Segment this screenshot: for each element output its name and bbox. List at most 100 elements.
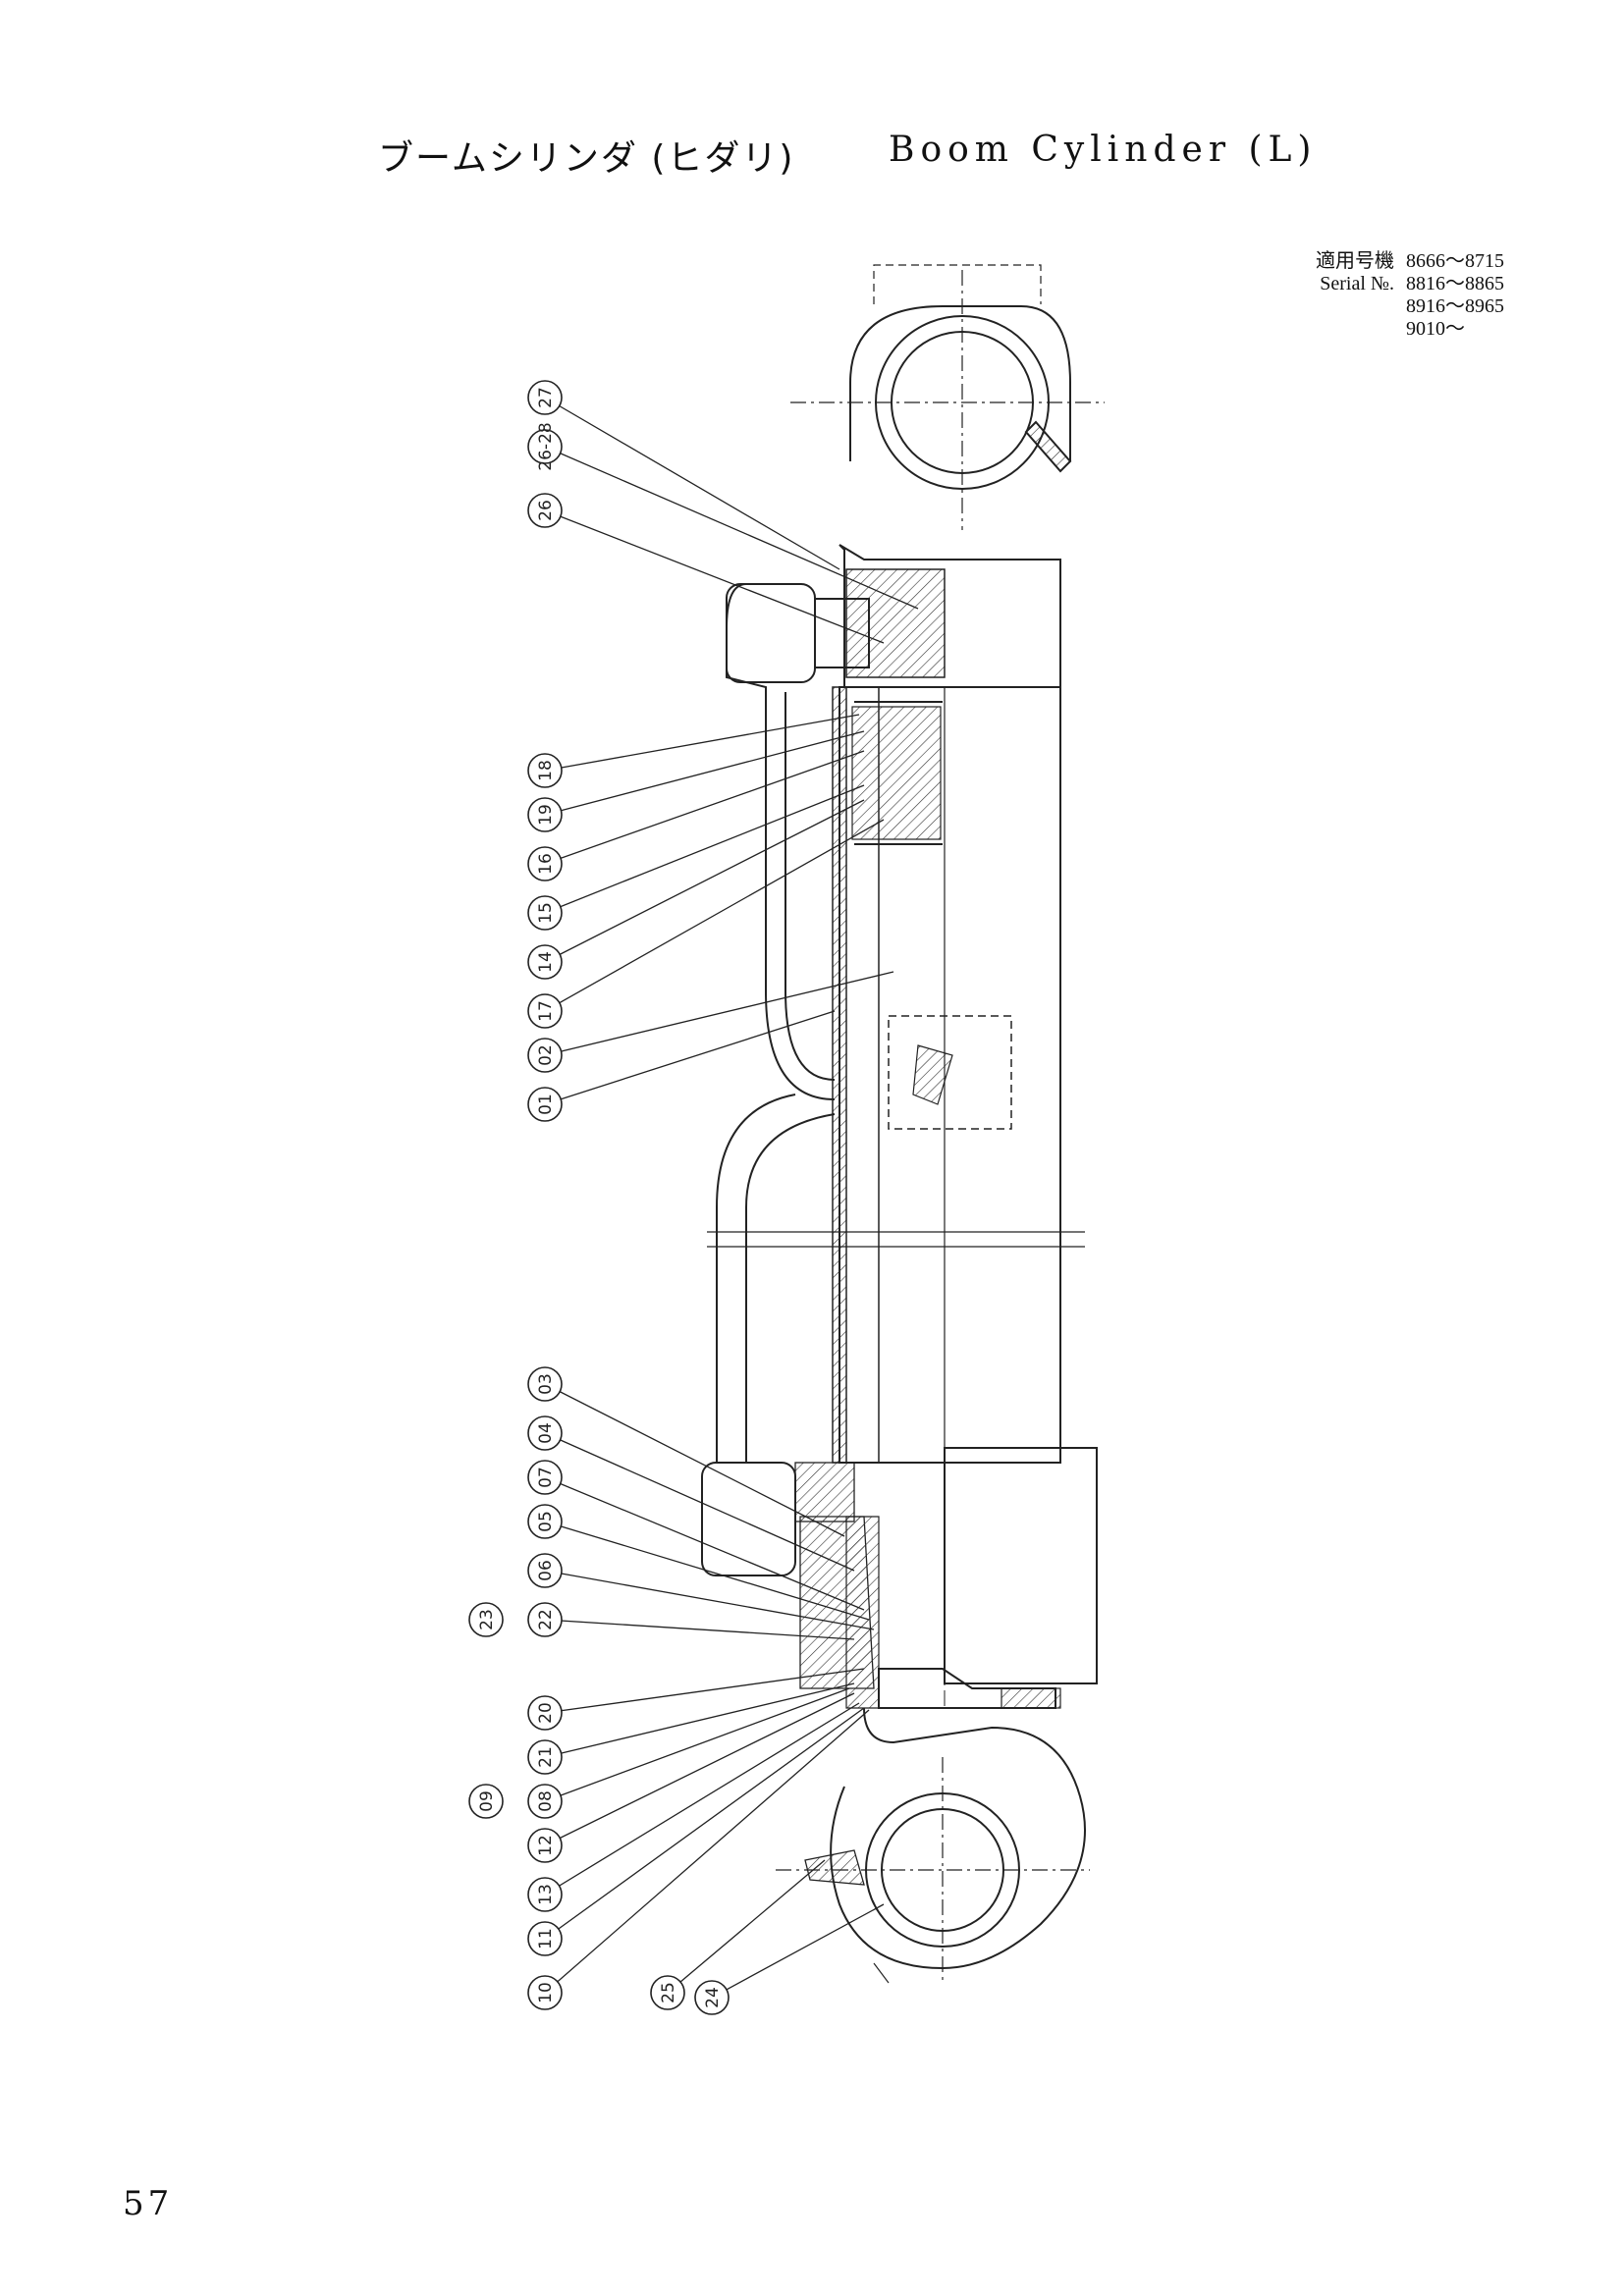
callout-label: 27 bbox=[536, 387, 556, 408]
callout-17: 17 bbox=[527, 993, 563, 1029]
callout-label: 04 bbox=[536, 1422, 556, 1444]
callout-label: 24 bbox=[703, 1987, 723, 2008]
callout-10: 10 bbox=[527, 1975, 563, 2010]
callout-16: 16 bbox=[527, 846, 563, 881]
bottom-eye bbox=[830, 1707, 1086, 1970]
callout-26: 26 bbox=[527, 493, 563, 528]
callout-15: 15 bbox=[527, 895, 563, 931]
callout-circle bbox=[527, 429, 563, 464]
callout-label: 13 bbox=[536, 1884, 556, 1905]
serial-block: 適用号機 8666～8715 Serial №. 8816～8865 8916～… bbox=[1267, 250, 1504, 341]
serial-range-2: 8816～8865 bbox=[1406, 273, 1504, 294]
callout-27: 27 bbox=[527, 380, 563, 415]
external-pipe bbox=[726, 583, 836, 1100]
serial-label-jp: 適用号機 bbox=[1316, 250, 1394, 272]
callout-label: 08 bbox=[536, 1790, 556, 1812]
callout-circle bbox=[527, 1784, 563, 1819]
callout-circle bbox=[468, 1602, 504, 1637]
callout-circle bbox=[527, 1460, 563, 1495]
callout-label: 16 bbox=[536, 853, 556, 875]
callout-circle bbox=[527, 493, 563, 528]
callout-label: 22 bbox=[536, 1609, 556, 1630]
callout-11: 11 bbox=[527, 1921, 563, 1956]
top-clevis bbox=[849, 305, 1071, 461]
serial-label-en: Serial №. bbox=[1320, 273, 1394, 294]
callout-09: 09 bbox=[468, 1784, 504, 1819]
callout-label: 11 bbox=[536, 1928, 556, 1949]
callout-label: 20 bbox=[536, 1702, 556, 1724]
callout-circle bbox=[527, 1504, 563, 1539]
callout-label: 12 bbox=[536, 1835, 556, 1856]
callout-circle bbox=[527, 1877, 563, 1912]
callout-label: 23 bbox=[477, 1609, 497, 1630]
callout-24: 24 bbox=[694, 1980, 730, 2015]
callout-circle bbox=[527, 846, 563, 881]
callout-circle bbox=[527, 1087, 563, 1122]
callout-14: 14 bbox=[527, 944, 563, 980]
callout-circle bbox=[650, 1975, 685, 2010]
callout-circle bbox=[527, 797, 563, 832]
callout-circle bbox=[527, 1921, 563, 1956]
callout-label: 18 bbox=[536, 760, 556, 781]
callout-label: 15 bbox=[536, 902, 556, 924]
callout-label: 07 bbox=[536, 1467, 556, 1488]
callout-circles: 27 26-28 26 18 19 16 15 14 17 02 01 03 04 07 05 06 23 22 2… bbox=[468, 380, 730, 2015]
callout-label: 01 bbox=[536, 1094, 556, 1115]
callout-label: 21 bbox=[536, 1746, 556, 1768]
callout-label: 19 bbox=[536, 804, 556, 826]
callout-circle bbox=[527, 380, 563, 415]
callout-circle bbox=[527, 1366, 563, 1402]
callout-22: 22 bbox=[527, 1602, 563, 1637]
callout-circle bbox=[527, 1415, 563, 1451]
callout-01: 01 bbox=[527, 1087, 563, 1122]
serial-range-4: 9010～ bbox=[1406, 318, 1465, 340]
top-grease-fitting bbox=[1024, 420, 1072, 473]
callout-08: 08 bbox=[527, 1784, 563, 1819]
callout-circle bbox=[527, 944, 563, 980]
callout-19: 19 bbox=[527, 797, 563, 832]
callout-label: 03 bbox=[536, 1373, 556, 1395]
callout-02: 02 bbox=[527, 1038, 563, 1073]
callout-20: 20 bbox=[527, 1695, 563, 1731]
callout-label: 06 bbox=[536, 1560, 556, 1581]
callout-label: 09 bbox=[477, 1790, 497, 1812]
callout-circle bbox=[527, 993, 563, 1029]
callout-circle bbox=[694, 1980, 730, 2015]
callout-circle bbox=[527, 895, 563, 931]
callout-label: 02 bbox=[536, 1044, 556, 1066]
callout-circle bbox=[527, 1695, 563, 1731]
serial-range-3: 8916～8965 bbox=[1406, 295, 1504, 317]
callout-06: 06 bbox=[527, 1553, 563, 1588]
callout-13: 13 bbox=[527, 1877, 563, 1912]
callout-07: 07 bbox=[527, 1460, 563, 1495]
callout-label: 05 bbox=[536, 1511, 556, 1532]
callouts bbox=[544, 397, 919, 1999]
callout-circle bbox=[527, 1038, 563, 1073]
callout-23: 23 bbox=[468, 1602, 504, 1637]
callout-03: 03 bbox=[527, 1366, 563, 1402]
callout-label: 26 bbox=[536, 500, 556, 521]
callout-label: 10 bbox=[536, 1982, 556, 2003]
callout-label: 26-28 bbox=[536, 422, 556, 470]
bottom-grease-fitting bbox=[804, 1849, 865, 1886]
callout-label: 25 bbox=[659, 1982, 678, 2003]
page-number: 57 bbox=[123, 2184, 174, 2223]
title-english: Boom Cylinder (L) bbox=[889, 130, 1318, 170]
callout-04: 04 bbox=[527, 1415, 563, 1451]
callout-label: 14 bbox=[536, 951, 556, 973]
callout-circle bbox=[527, 1828, 563, 1863]
callout-circle bbox=[527, 1602, 563, 1637]
callout-circle bbox=[527, 1739, 563, 1775]
serial-range-1: 8666～8715 bbox=[1406, 250, 1504, 272]
callout-25: 25 bbox=[650, 1975, 685, 2010]
callout-circle bbox=[527, 753, 563, 788]
callout-21: 21 bbox=[527, 1739, 563, 1775]
callout-05: 05 bbox=[527, 1504, 563, 1539]
callout-26-28: 26-28 bbox=[527, 422, 563, 471]
callout-circle bbox=[527, 1553, 563, 1588]
callout-18: 18 bbox=[527, 753, 563, 788]
callout-circle bbox=[527, 1975, 563, 2010]
bottom-elbow bbox=[701, 1462, 796, 1576]
rod-gland bbox=[944, 1447, 1098, 1684]
